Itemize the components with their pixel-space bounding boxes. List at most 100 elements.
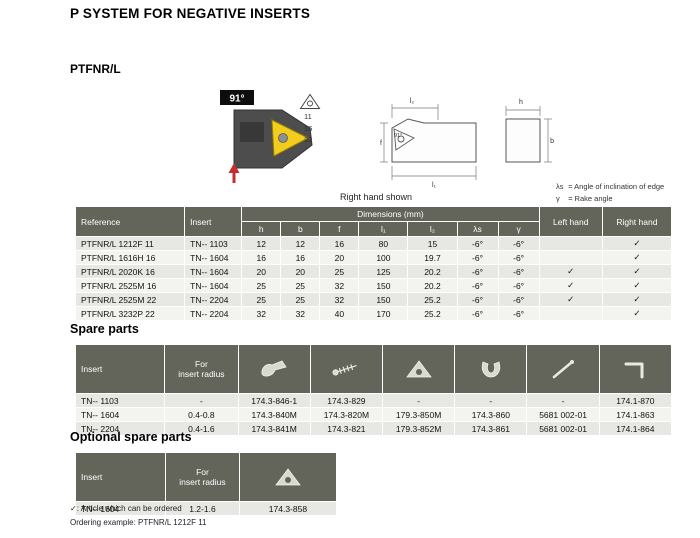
shim-screw-icon (481, 361, 500, 378)
header-row: Reference Insert Dimensions (mm) Left ha… (76, 207, 671, 236)
dimension-cell: -6° (457, 237, 498, 250)
right-hand-cell: ✓ (602, 265, 671, 278)
dimension-cell: 12 (281, 237, 320, 250)
part-number-cell: 174.3-820M (310, 408, 382, 421)
insert-icon (275, 468, 301, 486)
part-number-cell: - (527, 394, 599, 407)
insert-size-list: 11 16 22 (296, 92, 330, 146)
column-header-radius: For insert radius (166, 453, 239, 501)
clamp-icon (261, 360, 287, 377)
legend-text: = Angle of inclination of edge (568, 182, 665, 191)
dimension-cell: 16 (281, 251, 320, 264)
dimension-cell: 16 (320, 237, 359, 250)
dimension-cell: -6° (457, 293, 498, 306)
insert-size: 16 (304, 123, 313, 133)
reference-cell: PTFNR/L 2020K 16 (76, 265, 185, 278)
left-hand-cell: ✓ (539, 265, 602, 278)
angle-label: 91° (229, 94, 244, 105)
part-number-cell: 174.3-860 (455, 408, 527, 421)
lever-pin-icon (552, 360, 575, 379)
header-row: Insert For insert radius (76, 345, 671, 393)
dimension-cell: 19.7 (408, 251, 457, 264)
left-hand-cell: ✓ (539, 279, 602, 292)
dimension-cell: 125 (359, 265, 408, 278)
dimension-cell: -6° (457, 251, 498, 264)
part-number-cell: 174.3-861 (455, 422, 527, 435)
dim-label-b: b (550, 138, 554, 145)
insert-size: 11 (304, 112, 312, 121)
dimension-cell: 15 (408, 237, 457, 250)
dimension-cell: 25.2 (408, 307, 457, 320)
header-row: Insert For insert radius (76, 453, 336, 501)
toolholder-drawing: 91° (220, 90, 313, 183)
dimension-cell: 80 (359, 237, 408, 250)
symbol-legend: λs = Angle of inclination of edge γ = Ra… (556, 181, 664, 204)
part-number-cell: 174.3-846-1 (238, 394, 310, 407)
right-hand-shown-caption: Right hand shown (340, 192, 413, 202)
left-hand-cell (539, 237, 602, 250)
right-hand-cell: ✓ (602, 279, 671, 292)
triangle-insert-icon (299, 93, 321, 109)
part-number-cell: 174.3-829 (310, 394, 382, 407)
insert-cell: TN-- 2204 (185, 293, 242, 306)
dimension-cell: 32 (320, 279, 359, 292)
column-header-right-hand: Right hand (602, 207, 671, 236)
reference-cell: PTFNR/L 1616H 16 (76, 251, 185, 264)
dimension-cell: -6° (457, 279, 498, 292)
clamp-screw-icon (332, 364, 358, 376)
part-number-cell: 174.1-863 (599, 408, 671, 421)
radius-cell: 0.4-0.8 (165, 408, 238, 421)
column-header-f: f (320, 222, 359, 236)
insert-cell: TN-- 1604 (76, 502, 166, 515)
dimension-cell: 20 (281, 265, 320, 278)
lever-pin-column-header (527, 345, 599, 393)
insert-cell: TN-- 1604 (185, 279, 242, 292)
dimension-cell: 20.2 (408, 279, 457, 292)
insert-cell: TN-- 1604 (185, 265, 242, 278)
part-number-cell: 174.3-840M (238, 408, 310, 421)
left-hand-cell (539, 307, 602, 320)
part-number-cell: 174.3-841M (238, 422, 310, 435)
legend-symbol: λs (556, 182, 564, 191)
optional-spare-parts-heading: Optional spare parts (70, 430, 192, 444)
dimension-cell: 32 (281, 307, 320, 320)
column-header-insert: Insert (76, 345, 165, 393)
dimension-cell: -6° (498, 293, 539, 306)
feed-arrow-icon (228, 163, 240, 183)
legend-text: = Rake angle (568, 193, 613, 203)
insert-size: 22 (304, 135, 313, 145)
insert-column-header (239, 453, 336, 501)
shim-screw-column-header (455, 345, 527, 393)
legend-symbol: γ (556, 193, 560, 203)
hex-key-icon (624, 362, 644, 379)
dimension-cell: -6° (498, 237, 539, 250)
insert-cell: TN-- 1604 (76, 408, 165, 421)
dimension-cell: 25 (320, 265, 359, 278)
column-header-h: h (242, 222, 281, 236)
spare-parts-table: Insert For insert radius (75, 344, 672, 436)
column-header-l2: l₂ (408, 222, 457, 236)
dimension-cell: -6° (457, 265, 498, 278)
legend-item: λs = Angle of inclination of edge (556, 181, 664, 193)
column-header-l1: l₁ (359, 222, 408, 236)
part-number-cell: - (383, 394, 455, 407)
part-number-cell: 174.3-858 (239, 502, 336, 515)
dimension-cell: -6° (457, 307, 498, 320)
dim-label-h: h (519, 99, 523, 106)
reference-cell: PTFNR/L 1212F 11 (76, 237, 185, 250)
dimension-cell: -6° (498, 307, 539, 320)
reference-cell: PTFNR/L 2525M 16 (76, 279, 185, 292)
left-hand-cell: ✓ (539, 293, 602, 306)
dim-label-f: f (380, 140, 382, 147)
clamp-screw-column-header (310, 345, 382, 393)
main-dimensions-table: Reference Insert Dimensions (mm) Left ha… (75, 206, 672, 321)
right-hand-cell: ✓ (602, 307, 671, 320)
reference-cell: PTFNR/L 3232P 22 (76, 307, 185, 320)
dimension-cell: 20.2 (408, 265, 457, 278)
